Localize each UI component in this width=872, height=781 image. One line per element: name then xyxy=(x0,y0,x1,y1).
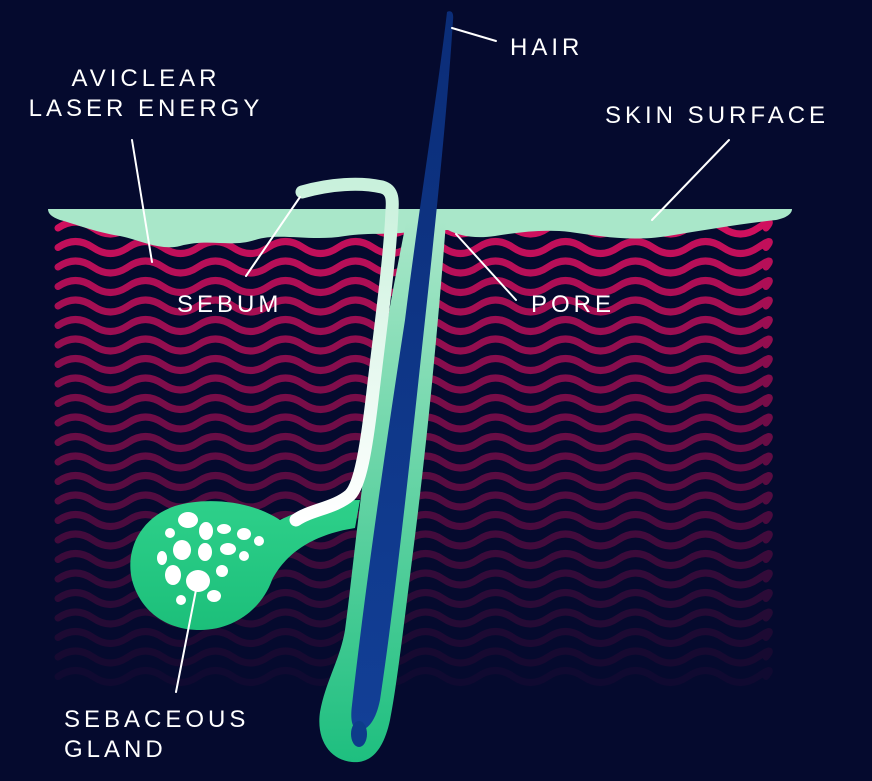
laser-wave-line xyxy=(58,651,769,663)
hair-label-text: HAIR xyxy=(510,33,583,63)
laser-energy-label-line2: LASER ENERGY xyxy=(16,94,276,124)
sebaceous-gland-label: SEBACEOUS GLAND xyxy=(64,705,249,765)
hair-label: HAIR xyxy=(510,33,583,63)
sebum-droplet xyxy=(186,570,210,592)
sebum-droplet xyxy=(216,565,228,577)
sebum-droplet xyxy=(178,512,198,528)
hair-bulb xyxy=(351,721,367,747)
sebum-label-text: SEBUM xyxy=(177,290,282,320)
sebaceous-gland-label-line1: SEBACEOUS xyxy=(64,705,249,735)
sebum-droplet xyxy=(173,540,191,560)
skin-surface-label-text: SKIN SURFACE xyxy=(605,101,829,131)
pore-label-text: PORE xyxy=(531,290,615,320)
hair-leader-line xyxy=(452,28,496,41)
sebum-droplet xyxy=(157,551,167,565)
sebum-droplet xyxy=(217,524,231,534)
sebum-droplet xyxy=(237,528,251,540)
sebum-droplet xyxy=(254,536,264,546)
sebum-droplet xyxy=(239,551,249,561)
laser-wave-line xyxy=(58,632,769,644)
sebum-droplet xyxy=(220,543,236,555)
sebum-droplet xyxy=(165,565,181,585)
pore-label: PORE xyxy=(531,290,615,320)
sebaceous-gland-label-line2: GLAND xyxy=(64,735,249,765)
sebum-droplet xyxy=(165,528,175,538)
skin-surface-label: SKIN SURFACE xyxy=(605,101,829,131)
sebum-droplet xyxy=(207,590,221,602)
sebum-label: SEBUM xyxy=(177,290,282,320)
sebum-droplet xyxy=(198,543,212,561)
skin-surface-leader-line xyxy=(652,140,729,220)
sebum-droplet xyxy=(199,522,213,540)
laser-wave-line xyxy=(58,671,769,683)
laser-energy-label: AVICLEAR LASER ENERGY xyxy=(16,64,276,124)
sebum-droplet xyxy=(176,595,186,605)
laser-energy-label-line1: AVICLEAR xyxy=(16,64,276,94)
